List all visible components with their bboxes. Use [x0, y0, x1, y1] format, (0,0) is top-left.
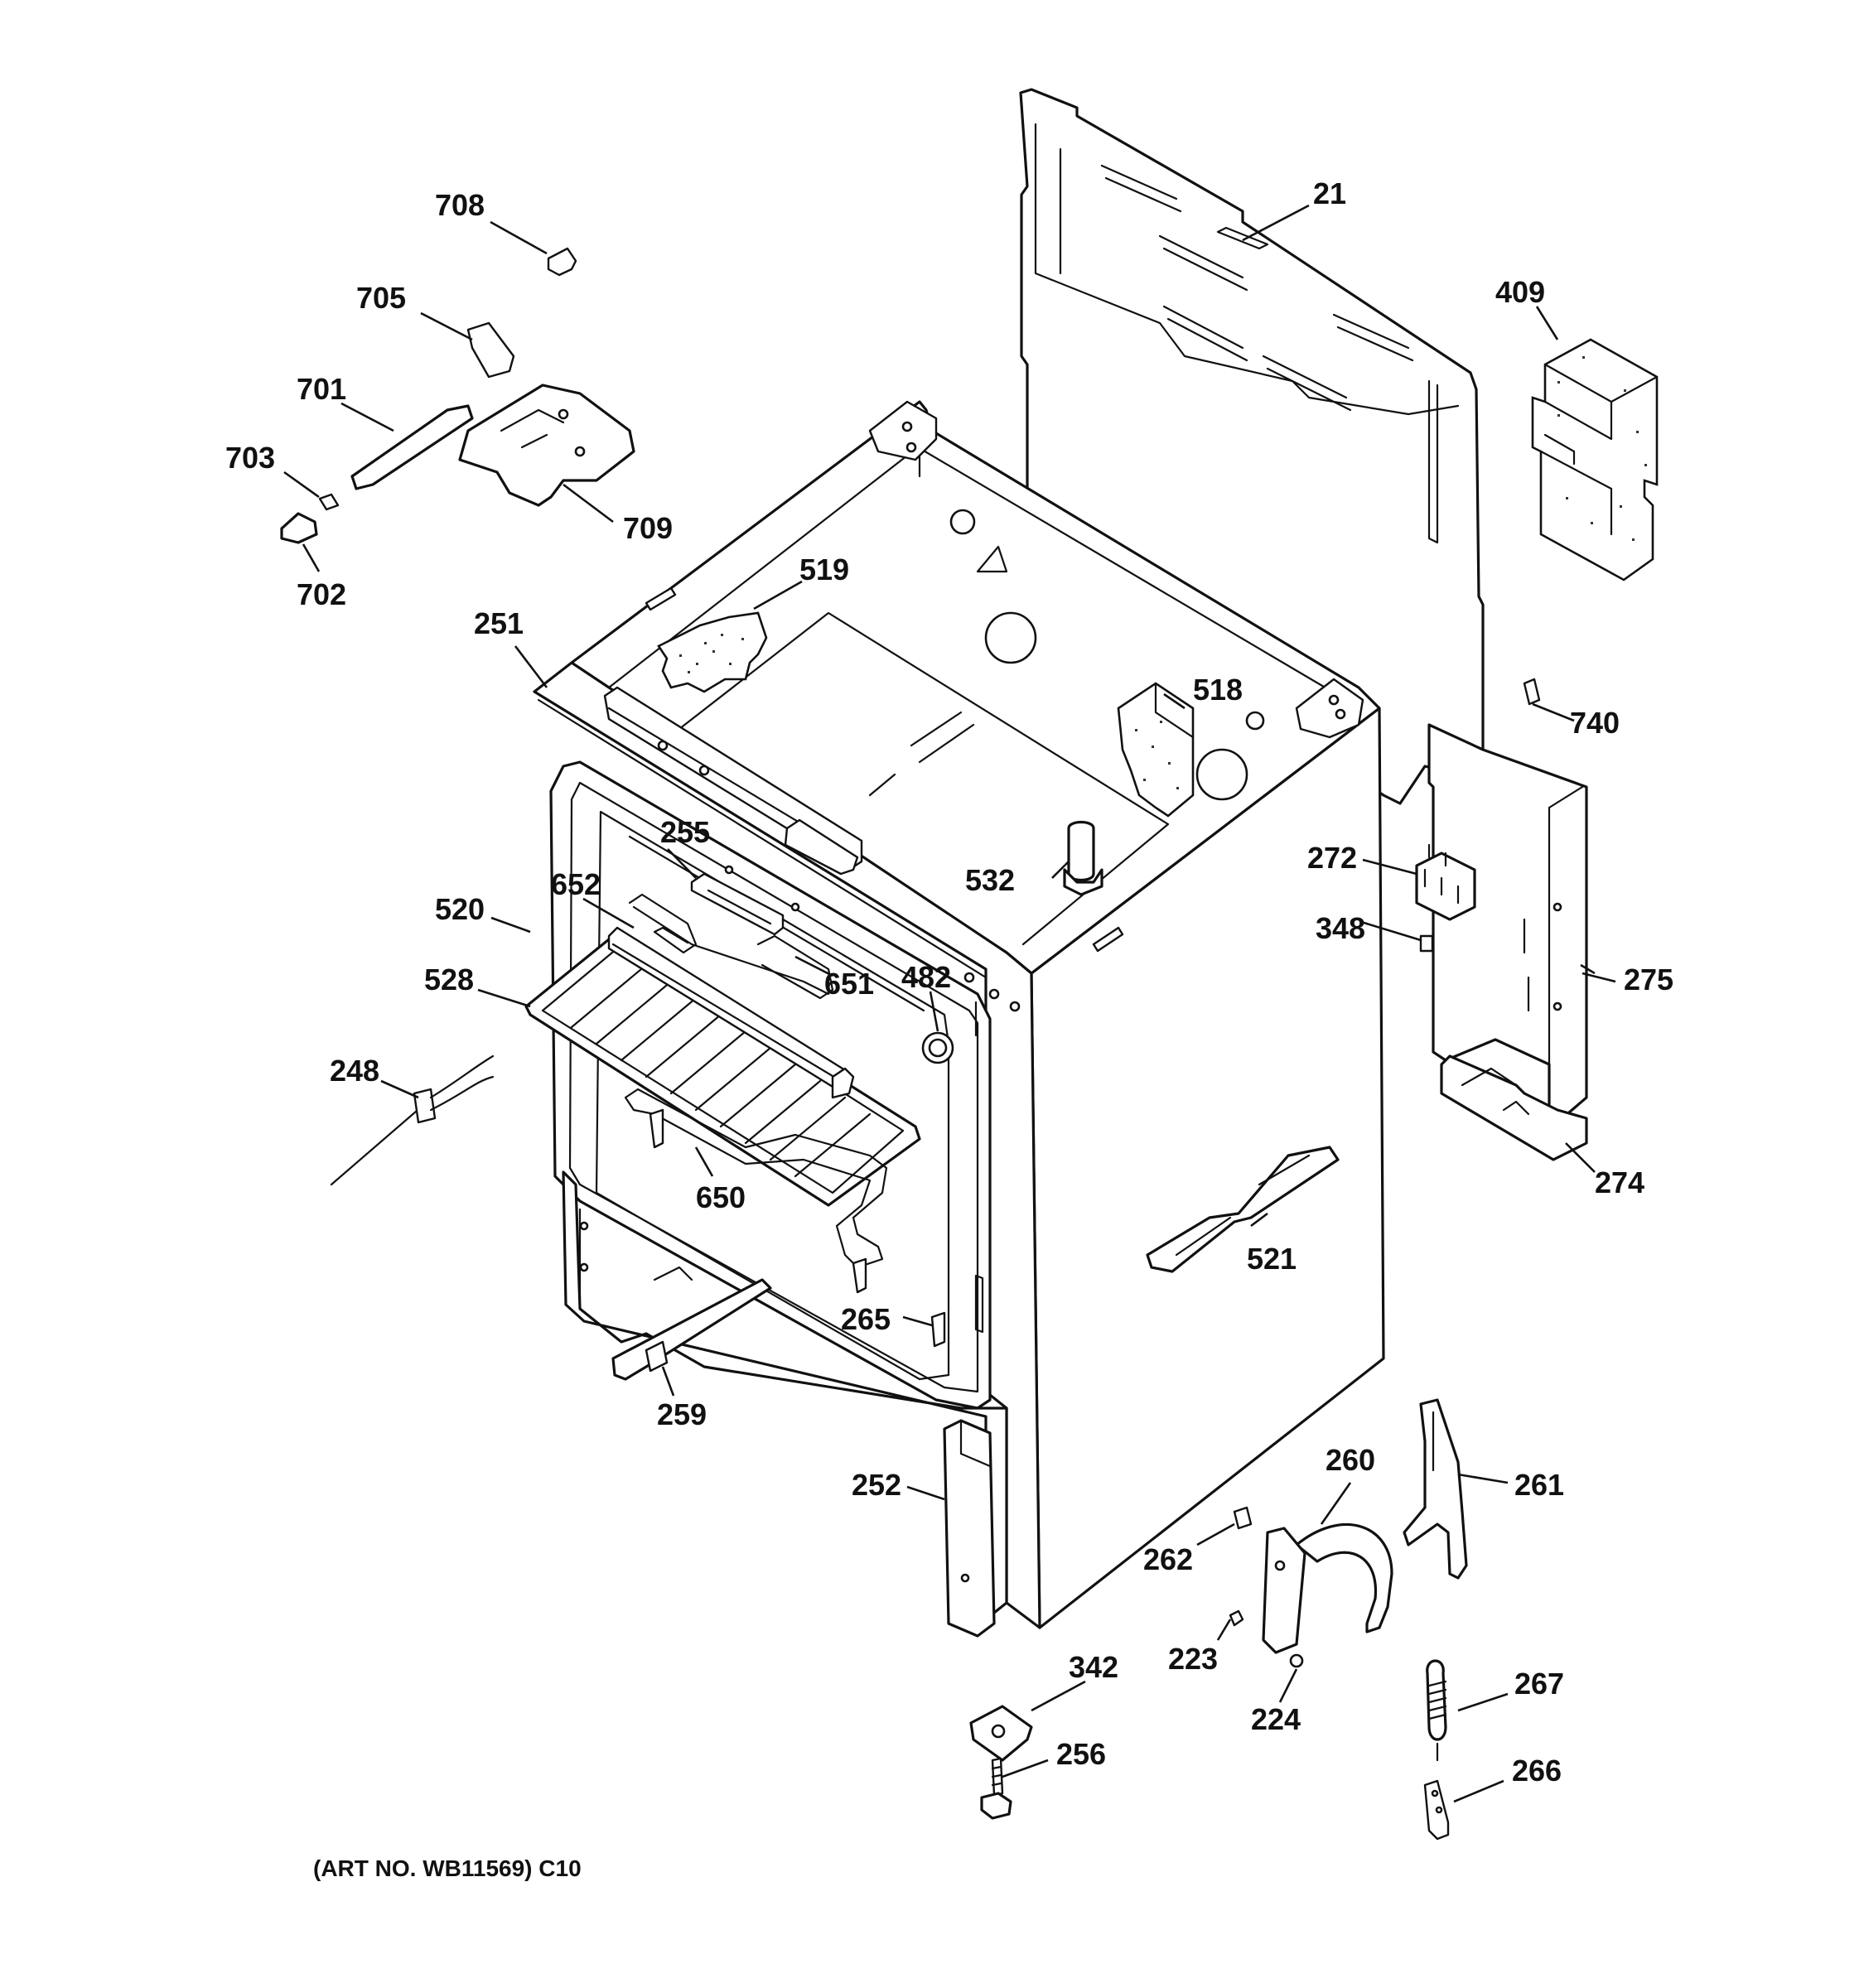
drawer-rail-259 [611, 1266, 772, 1381]
block-262 [1233, 1506, 1253, 1530]
callout-267: 267 [1514, 1667, 1564, 1701]
callout-274: 274 [1595, 1165, 1644, 1199]
callout-519: 519 [799, 552, 849, 586]
washer-224 [1289, 1653, 1304, 1668]
callout-409: 409 [1495, 275, 1545, 309]
screw-223 [1229, 1609, 1244, 1627]
callout-532: 532 [965, 863, 1015, 897]
callout-223: 223 [1168, 1642, 1218, 1676]
callout-275: 275 [1624, 963, 1673, 996]
switch-708 [547, 247, 577, 277]
callout-261: 261 [1514, 1468, 1564, 1502]
callout-650: 650 [696, 1180, 746, 1214]
callout-482: 482 [901, 960, 951, 994]
clip-740 [1523, 678, 1541, 706]
clip-348 [1419, 934, 1434, 953]
latch-plate-709 [458, 384, 635, 507]
callout-252: 252 [852, 1468, 901, 1502]
callout-251: 251 [474, 606, 524, 640]
callout-518: 518 [1193, 673, 1243, 707]
insulation-519 [657, 611, 768, 693]
callout-224: 224 [1251, 1702, 1301, 1736]
callout-651: 651 [824, 967, 874, 1001]
leader-lines [283, 204, 1616, 1803]
bake-element-650 [624, 1088, 888, 1294]
block-703 [318, 493, 340, 511]
callout-21: 21 [1313, 176, 1346, 210]
link-266 [1423, 1779, 1450, 1841]
callout-703: 703 [225, 441, 275, 475]
callout-520: 520 [435, 892, 485, 926]
callout-266: 266 [1512, 1754, 1562, 1788]
callout-255: 255 [660, 815, 710, 849]
plate-705 [466, 321, 515, 379]
spring-267 [1426, 1659, 1447, 1762]
leg-bracket-252 [943, 1419, 996, 1638]
callout-272: 272 [1307, 841, 1357, 875]
callout-348: 348 [1316, 911, 1365, 945]
callout-256: 256 [1056, 1737, 1106, 1771]
callout-521: 521 [1247, 1242, 1297, 1276]
insulation-block-409 [1531, 338, 1659, 581]
leveling-leg-256 [980, 1757, 1012, 1820]
callout-342: 342 [1069, 1650, 1118, 1684]
leveler-bracket-342 [969, 1705, 1033, 1762]
oven-rack-528 [524, 926, 921, 1207]
terminal-post-532 [1063, 820, 1103, 896]
callout-708: 708 [435, 188, 485, 222]
hinge-261 [1403, 1398, 1468, 1580]
terminal-block-272 [1415, 843, 1476, 921]
latch-assembly [280, 247, 635, 544]
oven-light-482 [921, 1031, 954, 1064]
door-switch-265 [930, 1311, 946, 1348]
callout-265: 265 [841, 1302, 891, 1336]
side-label-521 [1146, 1146, 1340, 1273]
callout-709: 709 [623, 511, 673, 545]
art-number-caption: (ART NO. WB11569) C10 [313, 1855, 582, 1881]
wedge-702 [280, 512, 318, 544]
temp-sensor-248 [330, 1054, 495, 1186]
insulation-518 [1117, 682, 1195, 818]
callout-248: 248 [330, 1054, 379, 1088]
base-bracket-274 [1440, 1054, 1588, 1161]
callout-labels: 708 705 701 703 702 709 21 409 519 251 5… [225, 176, 1673, 1788]
callout-262: 262 [1143, 1542, 1193, 1576]
callout-652: 652 [551, 867, 601, 901]
latch-arm-701 [350, 404, 474, 490]
callout-705: 705 [356, 281, 406, 315]
oven-liner-520 [595, 810, 950, 1381]
callout-259: 259 [657, 1397, 707, 1431]
callout-702: 702 [297, 577, 346, 611]
callout-740: 740 [1570, 706, 1620, 740]
hinge-arm-260 [1262, 1522, 1393, 1654]
callout-528: 528 [424, 963, 474, 996]
junction-box-275 [1427, 723, 1588, 1124]
callout-701: 701 [297, 372, 346, 406]
callout-260: 260 [1326, 1443, 1375, 1477]
